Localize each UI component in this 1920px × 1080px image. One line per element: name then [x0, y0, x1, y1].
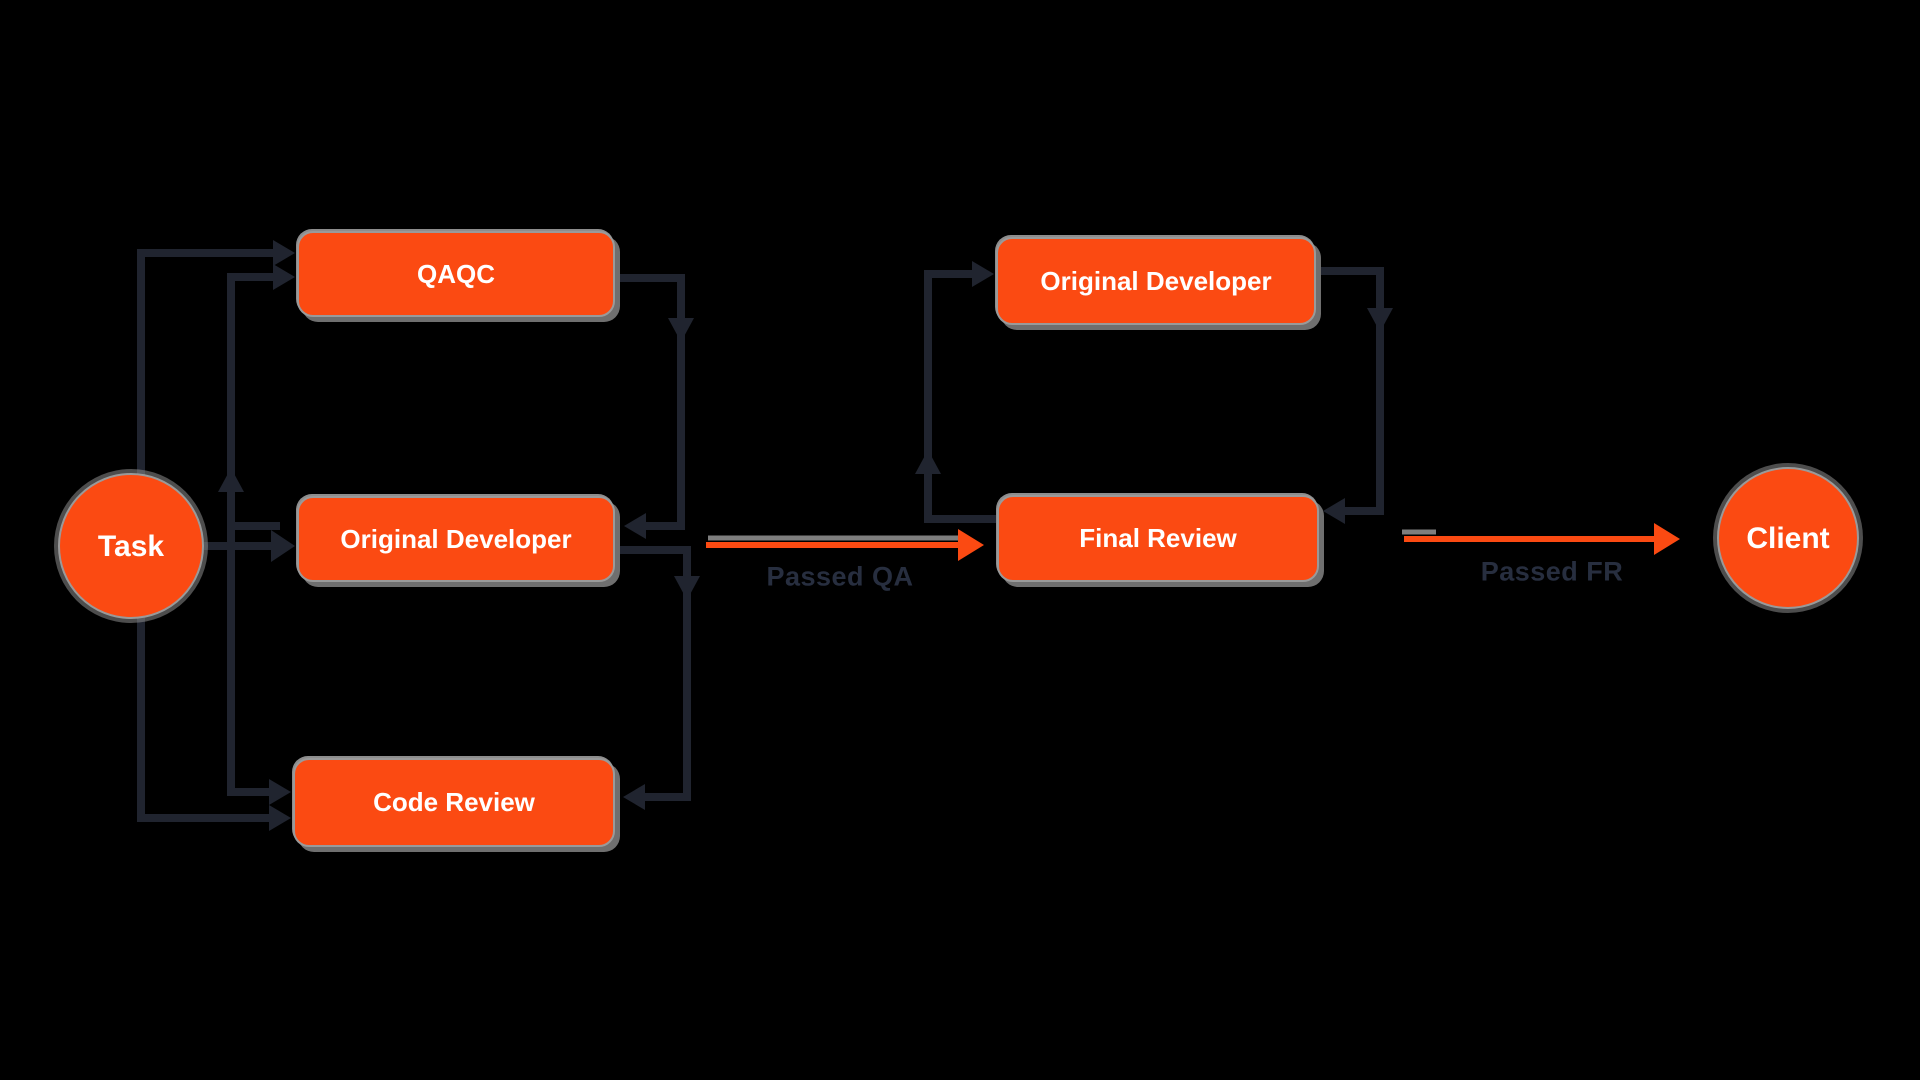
dark-arrowheads [218, 240, 1393, 831]
direction-marker-up-left-trunk [218, 468, 244, 492]
edge-origdev2-finalreview [1316, 267, 1384, 515]
client-node-label: Client [1746, 521, 1830, 555]
orange-arrowheads [958, 523, 1680, 561]
direction-marker-down-qaqc-trunk [668, 318, 694, 342]
edge-left-return-trunk [227, 273, 276, 796]
direction-marker-down-od2-trunk [1367, 308, 1393, 332]
task-node: Task [58, 473, 204, 619]
edge-origdev-codereview [618, 546, 691, 801]
client-node: Client [1717, 467, 1859, 609]
passed-qa-edge-label: Passed QA [766, 561, 914, 592]
qaqc-node: QAQC [297, 231, 615, 317]
arrowhead-into-origdev2 [972, 261, 994, 287]
original-developer-left-label: Original Developer [340, 523, 572, 554]
task-node-label: Task [97, 529, 165, 563]
direction-marker-up-fr-trunk [915, 450, 941, 474]
final-review-node-label: Final Review [1079, 523, 1237, 554]
passed-fr-edge-label: Passed FR [1480, 556, 1624, 587]
code-review-node: Code Review [293, 758, 615, 847]
arrowhead-into-client [1654, 523, 1680, 555]
final-review-node: Final Review [997, 495, 1319, 582]
original-developer-right-node: Original Developer [996, 237, 1316, 325]
arrowhead-into-finalreview [958, 529, 984, 561]
edge-qaqc-origdev [618, 274, 685, 530]
direction-marker-down-cr-trunk [674, 576, 700, 600]
arrowhead-into-origdev-right [624, 513, 646, 539]
original-developer-right-label: Original Developer [1040, 265, 1272, 296]
arrowhead-into-qaqc-bottom [273, 264, 295, 290]
edge-finalreview-origdev2 [924, 270, 997, 523]
arrowhead-into-codereview-top [269, 779, 291, 805]
arrowhead-into-codereview-bot [269, 805, 291, 831]
arrowhead-into-codereview-right [623, 784, 645, 810]
code-review-node-label: Code Review [373, 787, 535, 818]
orange-arrow-shadows [708, 529, 1436, 541]
arrowhead-into-finalreview-right [1323, 498, 1345, 524]
qaqc-node-label: QAQC [417, 258, 495, 289]
arrowhead-into-qaqc-top [273, 240, 295, 266]
original-developer-left-node: Original Developer [297, 496, 615, 582]
arrowhead-into-origdev-left [271, 530, 295, 562]
orange-connectors [706, 536, 1656, 548]
